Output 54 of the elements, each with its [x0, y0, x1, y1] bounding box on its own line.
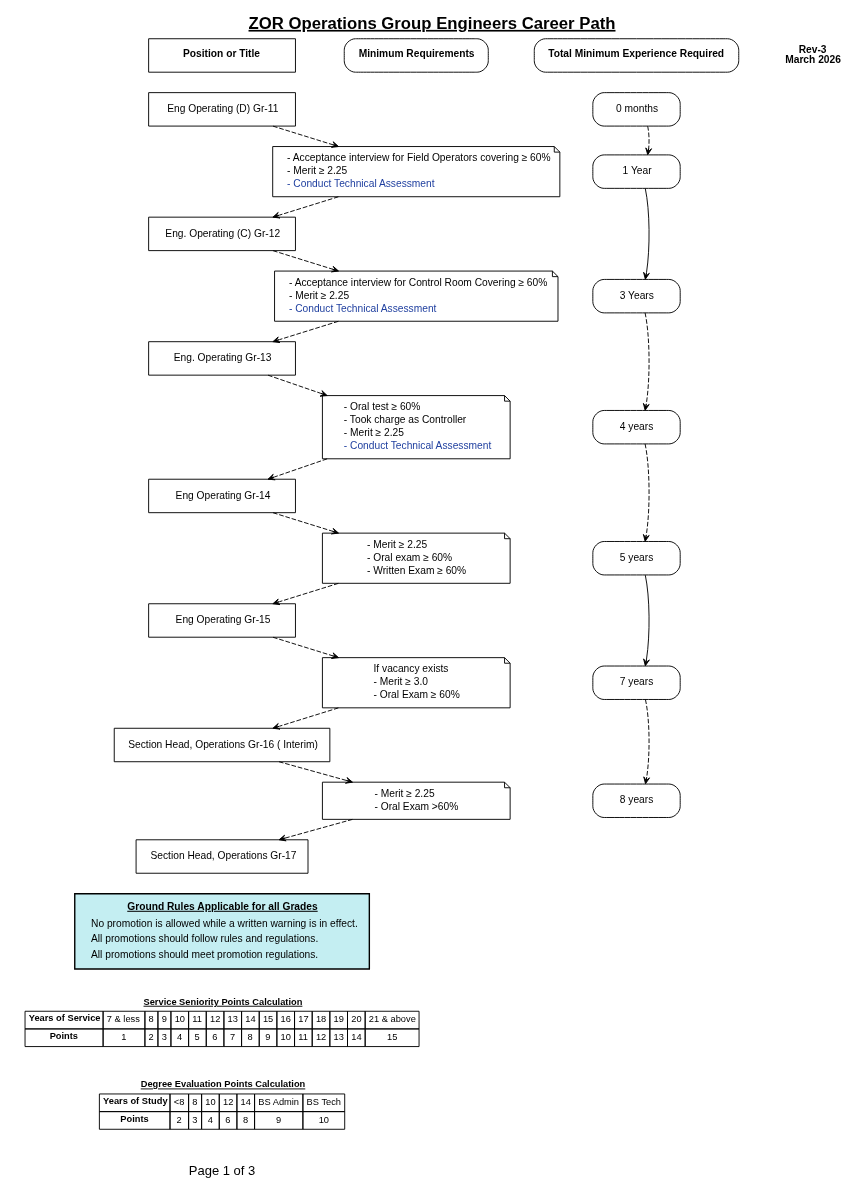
- label: 19: [333, 1013, 344, 1024]
- label: Degree Evaluation Points Calculation: [140, 1078, 306, 1089]
- label: 5: [194, 1031, 200, 1042]
- label: 11: [298, 1031, 308, 1042]
- label: 14: [240, 1096, 251, 1107]
- label: 14: [245, 1013, 256, 1024]
- label: 15: [387, 1031, 398, 1042]
- label: 9: [265, 1031, 271, 1042]
- label: 10: [318, 1114, 330, 1125]
- label: Points: [49, 1030, 79, 1041]
- label: Rev-3: [798, 42, 827, 54]
- label: 15: [262, 1013, 274, 1024]
- label: BS Admin: [258, 1096, 300, 1107]
- label: 20: [351, 1013, 362, 1024]
- label: 13: [333, 1031, 344, 1042]
- label: Page 1 of 3: [188, 1162, 256, 1178]
- label: 3: [192, 1114, 198, 1125]
- label: 9: [275, 1114, 282, 1125]
- label: 4: [176, 1031, 183, 1042]
- label: 10: [174, 1013, 185, 1024]
- label: 6: [225, 1114, 231, 1125]
- label: Points: [120, 1113, 149, 1124]
- label: 7 & less: [106, 1013, 140, 1024]
- label: 2: [148, 1031, 154, 1042]
- label: 12: [315, 1031, 327, 1042]
- label: 8: [192, 1096, 198, 1107]
- label: 8: [247, 1031, 253, 1042]
- label: 14: [351, 1031, 362, 1042]
- label: 9: [161, 1013, 167, 1024]
- label: 11: [192, 1013, 202, 1024]
- label: 18: [315, 1013, 327, 1024]
- label: 10: [280, 1031, 291, 1042]
- label: 3: [161, 1031, 167, 1042]
- label: 10: [205, 1096, 216, 1107]
- label: Service Seniority Points Calculation: [143, 996, 303, 1007]
- label: Years of Service: [28, 1012, 101, 1023]
- label: 2: [176, 1114, 182, 1125]
- label: <8: [173, 1096, 185, 1107]
- label: 7: [229, 1031, 236, 1042]
- label: 12: [209, 1013, 221, 1024]
- label: 13: [227, 1013, 238, 1024]
- label: 4: [207, 1114, 213, 1125]
- label: 8: [242, 1114, 249, 1125]
- label: 16: [280, 1013, 291, 1024]
- label: BS Tech: [306, 1096, 342, 1107]
- label: 21 & above: [368, 1013, 416, 1024]
- label: March 2026: [785, 53, 841, 65]
- diagram-title: ZOR Operations Group Engineers Career Path: [248, 13, 616, 33]
- label: 12: [222, 1096, 234, 1107]
- label: Years of Study: [103, 1095, 168, 1106]
- label: 8: [148, 1013, 154, 1024]
- label: 1: [121, 1031, 127, 1042]
- label: 17: [298, 1013, 309, 1024]
- label: 6: [212, 1031, 218, 1042]
